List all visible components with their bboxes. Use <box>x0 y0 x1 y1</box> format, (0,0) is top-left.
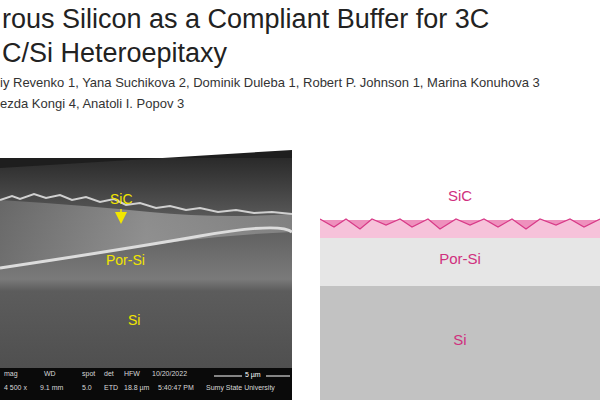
sem-info: WD <box>44 370 56 378</box>
sem-top-edge <box>0 150 292 168</box>
sem-info: 9.1 mm <box>40 384 63 392</box>
author-line: iy Revenko 1, Yana Suchikova 2, Dominik … <box>0 76 540 91</box>
title-line: rous Silicon as a Compliant Buffer for 3… <box>2 4 489 35</box>
layer-label: Si <box>128 312 140 328</box>
title-line: rous Silicon as a Compliant Buffer for 3… <box>2 4 489 34</box>
sem-info: 5:40:47 PM <box>158 384 194 392</box>
layer-label: SiC <box>110 191 133 207</box>
sem-info: ETD <box>104 384 118 391</box>
porous-si-layer: Por-Si <box>320 238 600 286</box>
author-line: ezda Kongi 4, Anatoli I. Popov 3 <box>0 96 184 111</box>
sic-rough-top <box>320 219 600 229</box>
sem-info: WD <box>44 370 56 377</box>
sem-info: 9.1 mm <box>40 384 63 391</box>
sic-rough-edge <box>320 219 600 229</box>
sem-info: Sumy State University <box>206 384 275 391</box>
porous-layer <box>0 200 292 268</box>
title-line: C/Si Heteroepitaxy <box>2 38 227 68</box>
si-substrate: Si <box>320 286 600 400</box>
scale-label: 5 µm <box>245 371 261 379</box>
scale-bar <box>214 376 242 377</box>
sem-info: det <box>104 370 114 377</box>
sem-info: spot <box>82 370 95 378</box>
sic-layer: SiC <box>320 184 600 238</box>
sem-info: 10/20/2022 <box>152 370 187 378</box>
author-line: iy Revenko 1, Yana Suchikova 2, Dominik … <box>0 75 540 90</box>
layer-label: SiC <box>110 191 133 207</box>
sic-band <box>320 216 600 238</box>
sem-info: 5:40:47 PM <box>158 384 194 391</box>
sem-background <box>0 158 292 400</box>
sem-info: Sumy State University <box>206 384 275 392</box>
layer-name: Por-Si <box>320 238 600 267</box>
sic-band-fill <box>320 220 600 238</box>
interface-line <box>0 228 292 268</box>
layer-label: Por-Si <box>106 252 145 268</box>
sem-info: 10/20/2022 <box>152 370 187 377</box>
sem-info: spot <box>82 370 95 377</box>
layer-label: Si <box>128 312 140 328</box>
title-line: C/Si Heteroepitaxy <box>2 38 227 69</box>
author-line: ezda Kongi 4, Anatoli I. Popov 3 <box>0 97 184 112</box>
sem-info: mag <box>4 370 18 378</box>
layer-name: SiC <box>320 184 600 204</box>
sem-info: mag <box>4 370 18 377</box>
layer-name: Si <box>320 286 600 348</box>
scale-label: 5 µm <box>245 371 261 378</box>
sem-info: 4 500 x <box>4 384 27 392</box>
scale-bar <box>266 376 290 377</box>
sem-info: 5.0 <box>82 384 92 392</box>
sem-info: HFW <box>124 370 140 377</box>
sem-info: 18.8 µm <box>124 384 149 391</box>
sic-surface <box>0 194 292 214</box>
sem-info: HFW <box>124 370 140 378</box>
sem-info: 4 500 x <box>4 384 27 391</box>
sem-databar <box>0 368 292 400</box>
layer-label: Por-Si <box>106 252 145 268</box>
sem-info: ETD <box>104 384 118 392</box>
sem-info: 5.0 <box>82 384 92 391</box>
sem-info: 18.8 µm <box>124 384 149 392</box>
sem-info: det <box>104 370 114 378</box>
leader-arrow <box>120 209 122 218</box>
